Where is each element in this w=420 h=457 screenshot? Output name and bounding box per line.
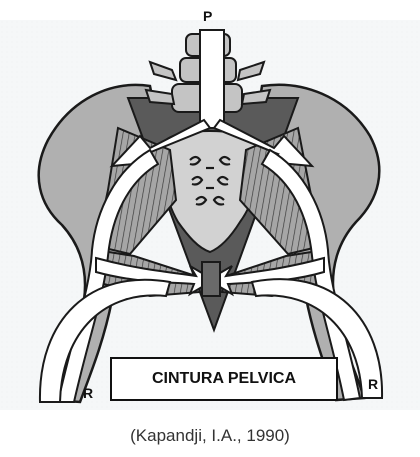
pubic-symphysis [202,262,220,296]
diagram-title: CINTURA PELVICA [152,370,296,388]
label-top: P [203,8,212,24]
label-bottom-right: R [368,376,378,392]
spine-load-arrow [200,30,224,128]
source-citation: (Kapandji, I.A., 1990) [0,426,420,446]
diagram-title-box: CINTURA PELVICA [110,357,338,401]
label-bottom-left: R [83,385,93,401]
